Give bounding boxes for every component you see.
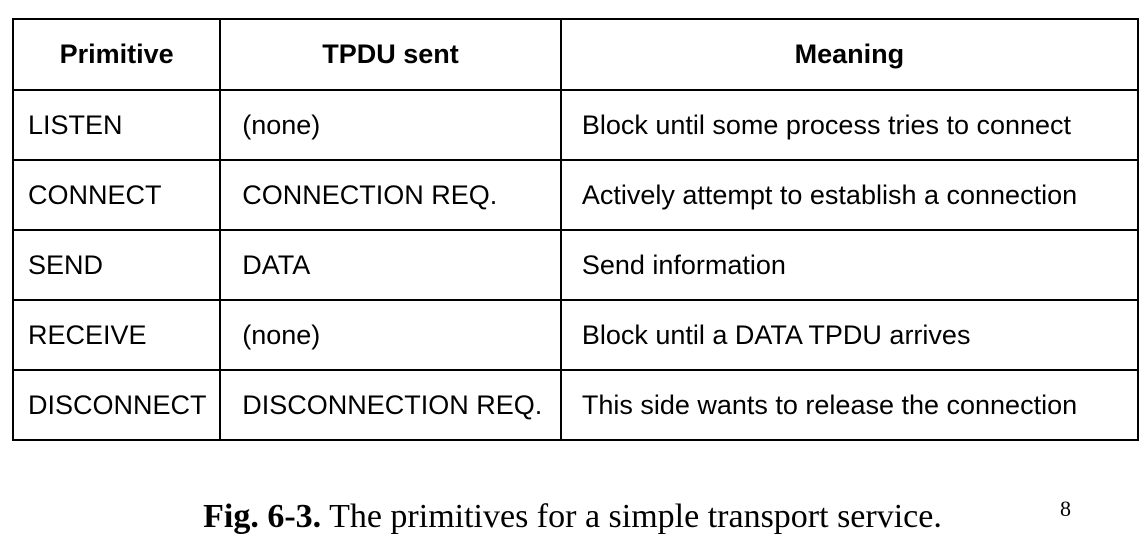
primitives-table: Primitive TPDU sent Meaning LISTEN (none… — [11, 18, 1140, 441]
cell-primitive: SEND — [11, 229, 222, 301]
figure-caption-text: The primitives for a simple transport se… — [321, 498, 942, 535]
header-meaning: Meaning — [559, 18, 1140, 91]
cell-meaning: Send information — [559, 229, 1140, 301]
cell-meaning: Block until a DATA TPDU arrives — [559, 299, 1140, 371]
cell-tpdu: CONNECTION REQ. — [219, 159, 562, 231]
cell-tpdu: DATA — [219, 229, 562, 301]
table-row: SEND DATA Send information — [11, 229, 1140, 301]
figure-label: Fig. 6-3. — [203, 498, 322, 535]
table-row: CONNECT CONNECTION REQ. Actively attempt… — [11, 159, 1140, 231]
table-row: DISCONNECT DISCONNECTION REQ. This side … — [11, 369, 1140, 441]
cell-tpdu: (none) — [219, 89, 562, 161]
table-header-row: Primitive TPDU sent Meaning — [11, 18, 1140, 91]
cell-primitive: DISCONNECT — [11, 369, 222, 441]
page-number: 8 — [1060, 496, 1071, 521]
cell-meaning: This side wants to release the connectio… — [559, 369, 1140, 441]
figure-caption: Fig. 6-3. The primitives for a simple tr… — [0, 497, 1145, 537]
cell-meaning: Block until some process tries to connec… — [559, 89, 1140, 161]
cell-meaning: Actively attempt to establish a connecti… — [559, 159, 1140, 231]
cell-primitive: CONNECT — [11, 159, 222, 231]
cell-primitive: RECEIVE — [11, 299, 222, 371]
table-row: LISTEN (none) Block until some process t… — [11, 89, 1140, 161]
table-row: RECEIVE (none) Block until a DATA TPDU a… — [11, 299, 1140, 371]
cell-tpdu: DISCONNECTION REQ. — [219, 369, 562, 441]
header-tpdu-sent: TPDU sent — [219, 18, 562, 91]
header-primitive: Primitive — [11, 18, 222, 91]
cell-tpdu: (none) — [219, 299, 562, 371]
cell-primitive: LISTEN — [11, 89, 222, 161]
